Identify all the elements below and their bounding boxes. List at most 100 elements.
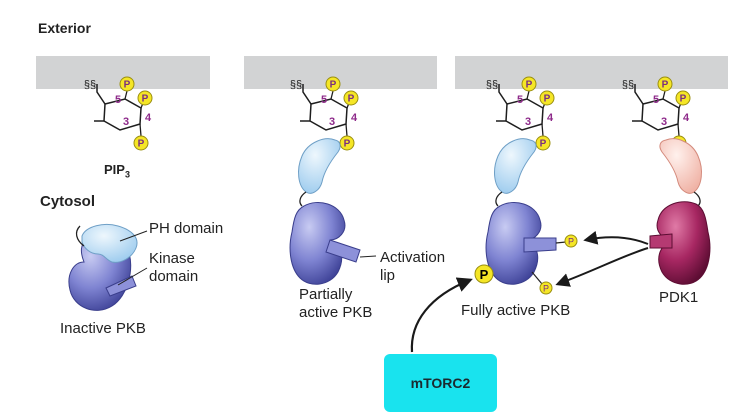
bond-p5 (124, 90, 128, 100)
mtorc2-label: mTORC2 (410, 375, 471, 391)
pip3-label: PIP3 (104, 162, 130, 180)
pkb-phosphates: P P P (474, 234, 578, 295)
kinase-domain-label-line-2: domain (149, 268, 199, 285)
ring-number-4: 4 (683, 112, 690, 124)
pdk1-to-p-arrow-upper (583, 230, 649, 245)
full-lip-stem-2 (531, 271, 543, 285)
partially-active-pkb-label-line-2: active PKB (299, 304, 373, 321)
partial-kinase-domain (289, 202, 346, 285)
lipid-anchor-stem (634, 84, 644, 105)
partial-ph-domain (298, 138, 341, 194)
phosphate-lip-upper-label: P (568, 237, 574, 247)
pdk1-ph-domain (659, 138, 702, 194)
phosphate-right (343, 90, 359, 106)
activation-lip-leader (359, 255, 377, 258)
phosphate-top-label: P (330, 80, 337, 91)
fully-active-pkb-label: Fully active PKB (461, 302, 571, 319)
phosphate-right-label: P (680, 94, 687, 105)
ph-domain-leader (119, 230, 148, 242)
pdk1-molecule (649, 138, 711, 285)
ring-number-3: 3 (661, 116, 667, 128)
pdk1-lip (649, 233, 673, 249)
ph-domain-label: PH domain (149, 220, 224, 237)
bond-p3 (345, 123, 348, 137)
ring-number-5: 5 (321, 94, 327, 106)
lipid-tail-glyph: §§ (290, 79, 302, 91)
phosphate-bottom-label: P (344, 139, 351, 150)
phosphate-bottom (535, 135, 551, 151)
phosphate-top (521, 76, 537, 92)
full-activation-lip (523, 237, 557, 253)
bond-p5 (330, 90, 334, 100)
partial-linker (299, 191, 307, 207)
inactive-activation-lip (105, 275, 137, 297)
phosphate-bottom-label: P (540, 139, 547, 150)
bond-p3 (541, 123, 544, 137)
exterior-label: Exterior (38, 20, 91, 36)
phosphate-top (657, 76, 673, 92)
kinase-domain-label: Kinase domain (149, 250, 198, 286)
lipid-tail-glyph: §§ (486, 79, 498, 91)
cytosol-label: Cytosol (40, 193, 96, 210)
ring-number-4: 4 (547, 112, 554, 124)
bond-p3 (677, 123, 680, 137)
ring-number-5: 5 (653, 94, 659, 106)
fully-active-pkb-molecule (485, 138, 567, 285)
lipid-anchor-stem (498, 84, 508, 105)
ph-domain-shape (81, 223, 138, 263)
phosphate-right (675, 90, 691, 106)
partial-activation-lip (325, 239, 361, 263)
pip3-label-main: PIP (104, 162, 125, 177)
activation-lip-label-line-1: Activation (380, 249, 446, 266)
lipid-anchor-stem (96, 84, 106, 105)
ring-number-3: 3 (329, 116, 335, 128)
phosphate-mtorc2-site-label: P (480, 267, 489, 282)
ring-number-4: 4 (145, 112, 152, 124)
phosphate-lip-lower-label: P (543, 284, 549, 294)
partially-active-pkb-label-line-1: Partially (299, 286, 353, 303)
phosphate-mtorc2-site (474, 264, 494, 284)
membrane-2 (244, 56, 437, 89)
phosphate-lip-upper (564, 234, 578, 248)
lipid-tail-glyph: §§ (84, 79, 96, 91)
kinase-domain-label-line-1: Kinase (149, 250, 195, 267)
ring-number-5: 5 (115, 94, 121, 106)
lipid-tail-glyph: §§ (622, 79, 634, 91)
ring-number-3: 3 (525, 116, 531, 128)
phosphate-top-label: P (662, 80, 669, 91)
phosphate-top-label: P (124, 80, 131, 91)
pdk1-linker (693, 191, 701, 207)
partially-active-pkb-molecule (289, 138, 377, 285)
phosphate-top-label: P (526, 80, 533, 91)
pdk1-kinase-domain (656, 201, 711, 285)
mtorc2-to-p-arrow (410, 277, 473, 353)
phosphate-bottom-label: P (138, 139, 145, 150)
phosphate-right-label: P (544, 94, 551, 105)
partially-active-pkb-label: Partially active PKB (299, 286, 372, 322)
ring-number-5: 5 (517, 94, 523, 106)
phosphate-bottom (133, 135, 149, 151)
inactive-pkb-molecule (68, 223, 148, 311)
bond-p5 (526, 90, 530, 100)
full-linker (495, 191, 503, 207)
pip3-label-subscript: 3 (124, 169, 130, 180)
phosphate-top (325, 76, 341, 92)
arrows (410, 230, 649, 353)
inactive-pkb-label: Inactive PKB (60, 320, 146, 337)
full-lip-stem-1 (555, 241, 567, 244)
phosphate-bottom (339, 135, 355, 151)
bond-p5 (662, 90, 666, 100)
phosphate-right-label: P (142, 94, 149, 105)
phosphate-right-label: P (348, 94, 355, 105)
kinase-domain-leader (117, 267, 148, 286)
mtorc2-box: mTORC2 (384, 354, 497, 412)
activation-lip-label-line-2: lip (380, 267, 396, 284)
full-kinase-domain (485, 202, 542, 285)
pdk1-to-p-arrow-lower (555, 247, 649, 287)
membrane-3 (455, 56, 728, 89)
bond-p3 (139, 123, 142, 137)
